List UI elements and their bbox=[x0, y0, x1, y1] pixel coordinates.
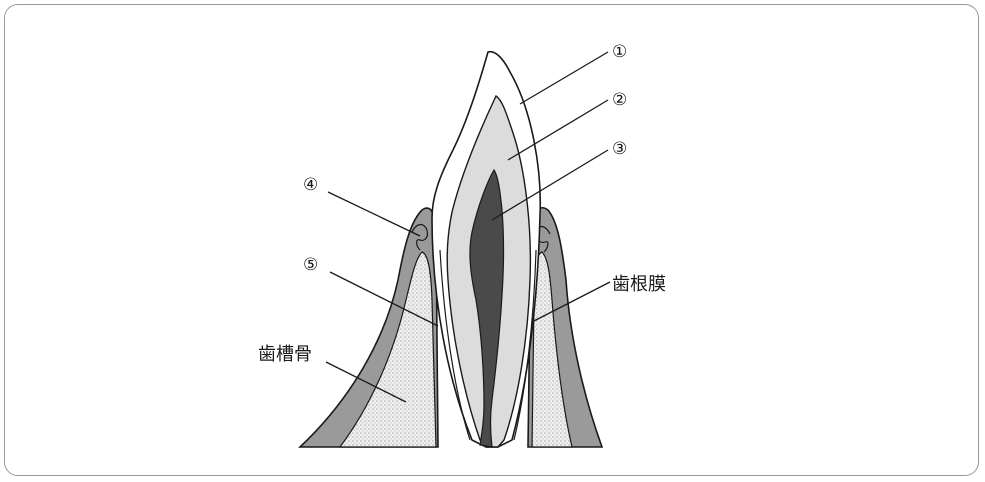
left-gum-bone bbox=[300, 208, 438, 447]
label-gingiva: ④ bbox=[303, 175, 318, 195]
leader-enamel bbox=[520, 52, 608, 104]
tooth bbox=[432, 52, 540, 447]
label-periodontal-ligament: 歯根膜 bbox=[612, 274, 666, 295]
label-alveolar-bone: 歯槽骨 bbox=[258, 344, 312, 365]
label-pulp: ③ bbox=[612, 139, 627, 159]
leader-gingiva bbox=[328, 192, 420, 236]
label-enamel: ① bbox=[612, 42, 627, 62]
label-dentin: ② bbox=[612, 90, 627, 110]
label-cementum: ⑤ bbox=[303, 255, 318, 275]
